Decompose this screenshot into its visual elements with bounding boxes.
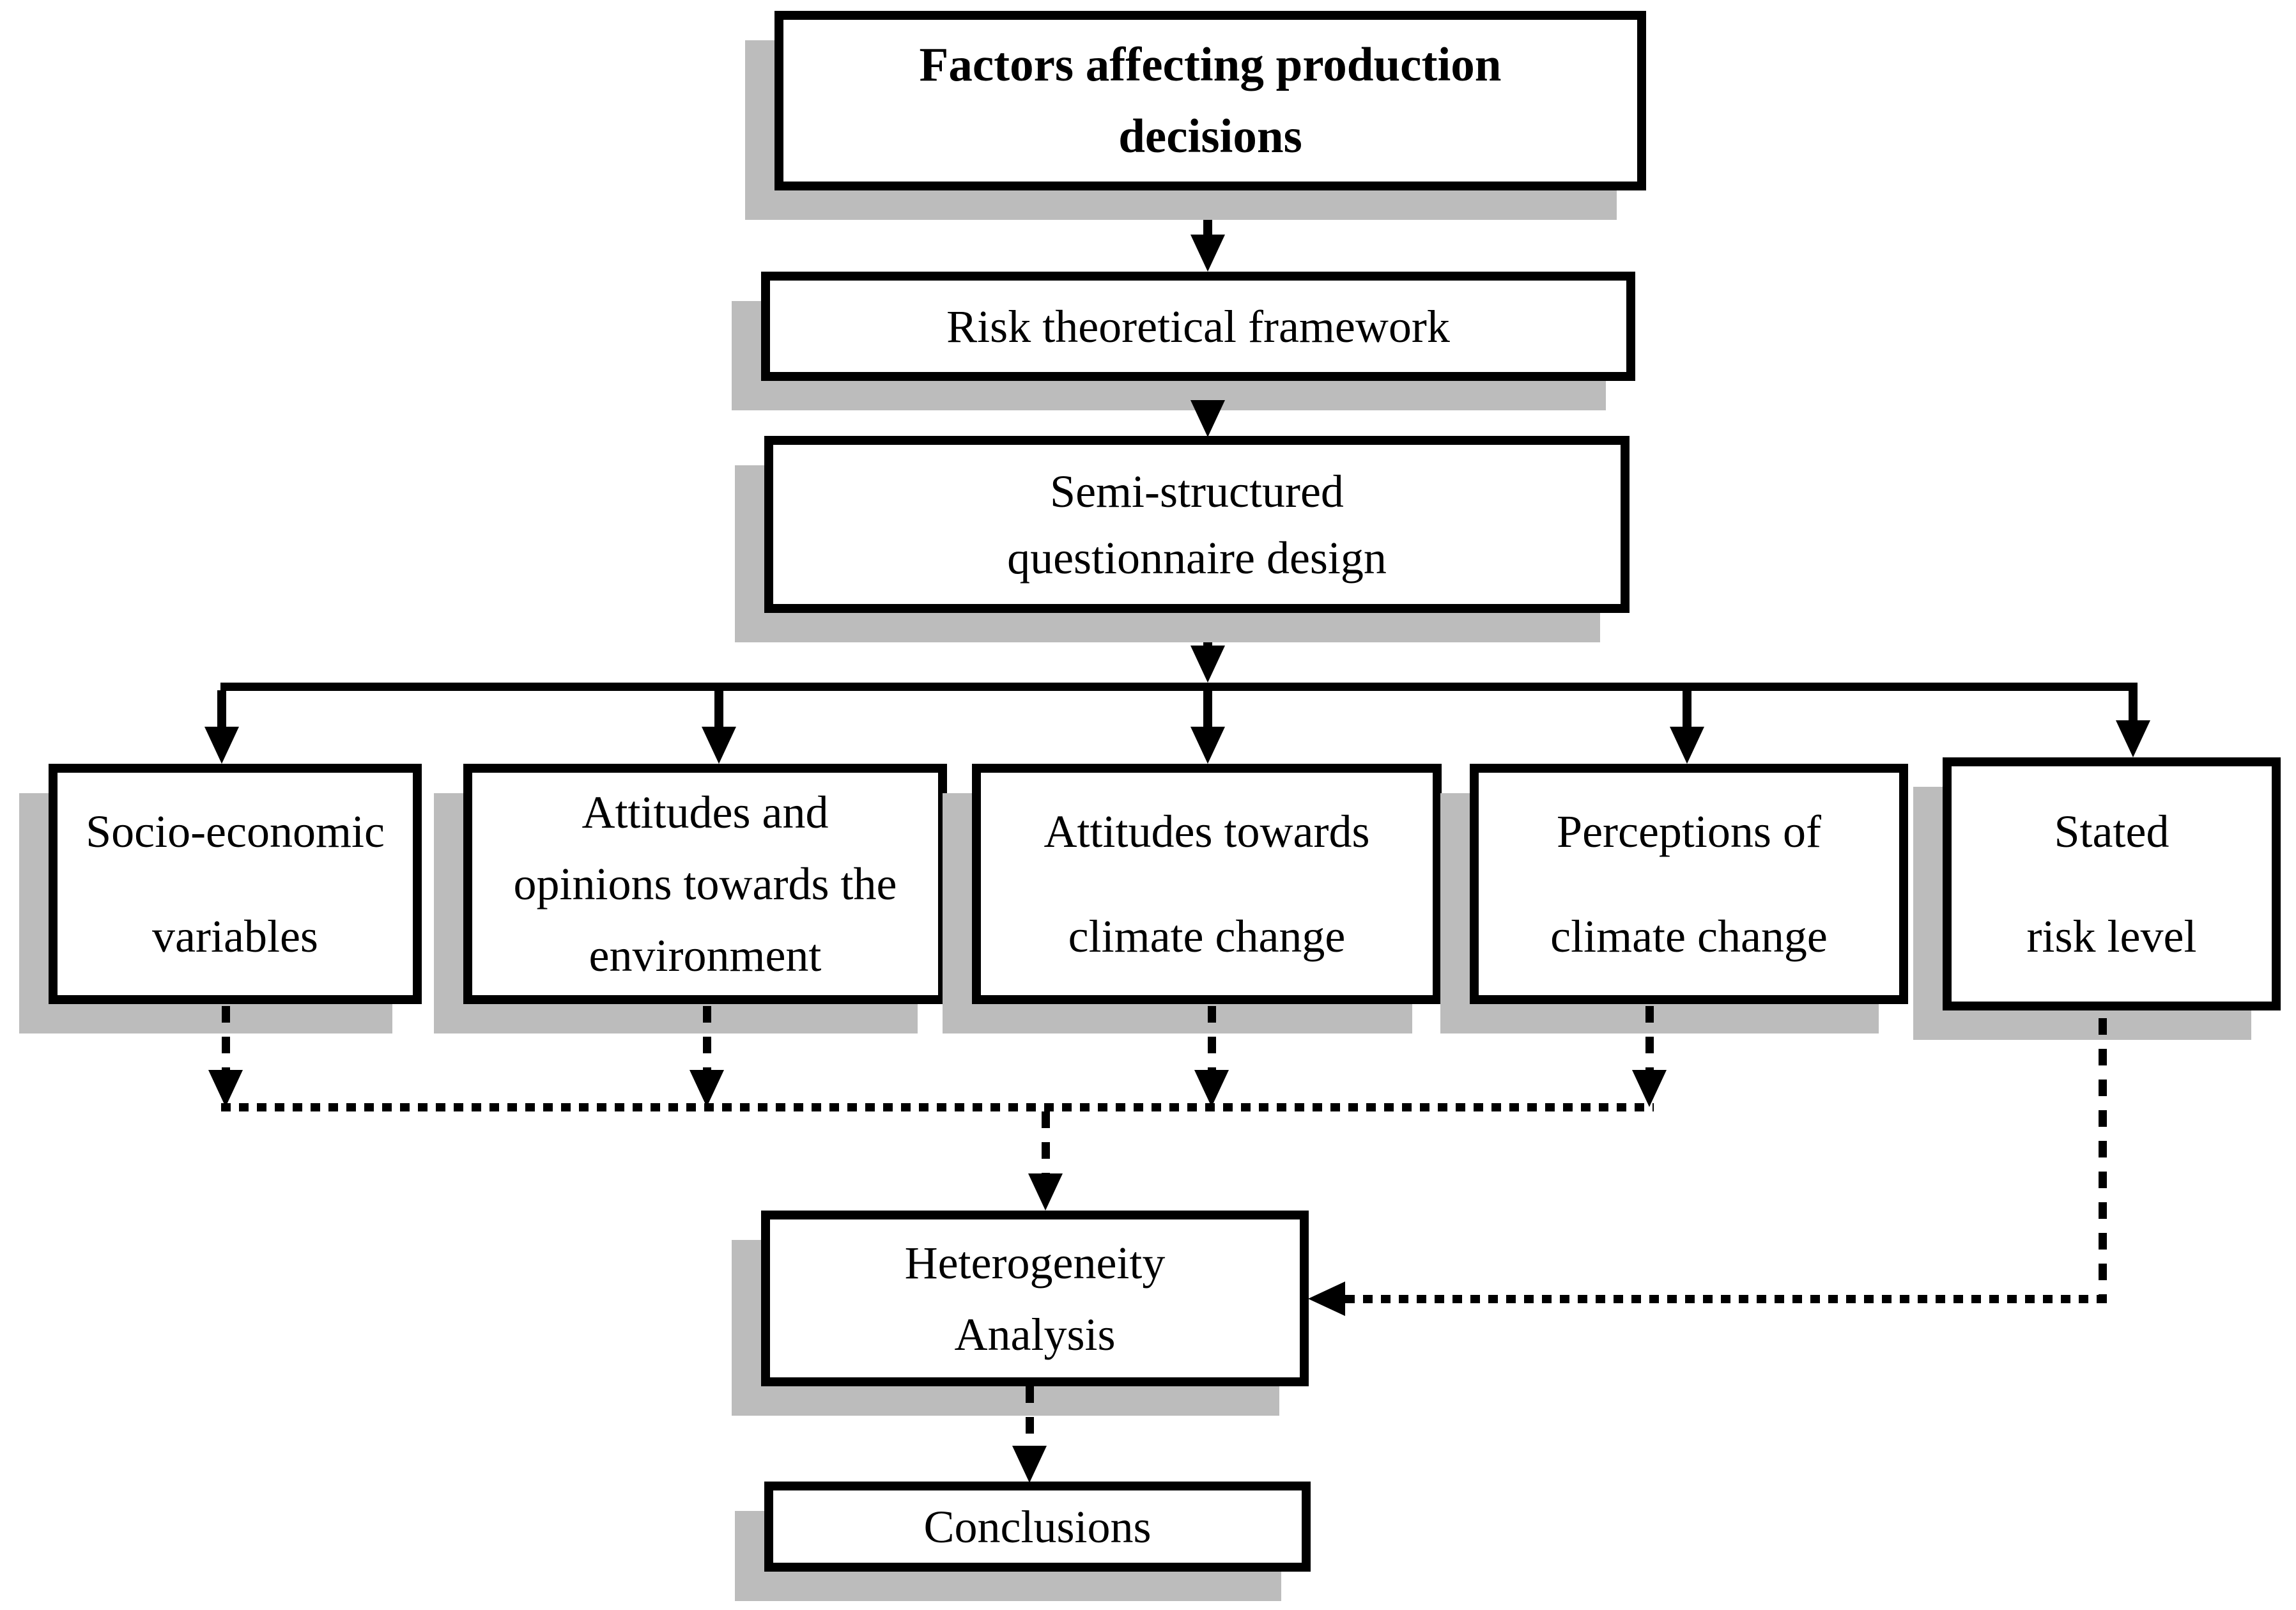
dotted-line-stated-to-heterogeneity (1345, 1295, 2107, 1303)
dashed-arrowhead-socio (208, 1070, 243, 1107)
dashed-arrowhead-perceptions (1632, 1070, 1667, 1107)
arrow-line-factors-to-risk (1203, 190, 1212, 236)
arrowhead-branch-to-attitudes-env (702, 727, 736, 764)
dotted-collector-line (221, 1103, 1654, 1111)
arrow-line-branch-to-perceptions (1683, 690, 1691, 728)
arrowhead-branch-to-attitudes-cc (1190, 727, 1225, 764)
arrow-line-risk-to-semi (1203, 380, 1212, 401)
node-risk-framework: Risk theoretical framework (761, 272, 1635, 381)
arrow-line-branch-to-socio (217, 690, 226, 728)
node-stated-risk-label: Stated risk level (2026, 806, 2197, 962)
node-perceptions-climate-label: Perceptions of climate change (1550, 806, 1828, 962)
arrowhead-branch-to-stated (2116, 720, 2150, 757)
arrowhead-semi-to-branch (1190, 646, 1225, 683)
node-heterogeneity-label: Heterogeneity Analysis (904, 1237, 1166, 1360)
node-heterogeneity: Heterogeneity Analysis (761, 1211, 1309, 1386)
dashed-arrowhead-attitudes-env (690, 1070, 724, 1107)
dashed-line-collector-to-heterogeneity (1042, 1111, 1050, 1175)
node-attitudes-climate: Attitudes towards climate change (972, 764, 1442, 1004)
node-stated-risk: Stated risk level (1943, 757, 2281, 1010)
node-risk-framework-label: Risk theoretical framework (946, 300, 1450, 352)
dashed-line-attitudes-cc-to-collector (1208, 1006, 1216, 1071)
arrowhead-risk-to-semi (1190, 400, 1225, 437)
dashed-line-stated-down (2099, 1018, 2107, 1303)
arrow-line-branch-to-attitudes-cc (1203, 690, 1212, 728)
dashed-arrowhead-attitudes-cc (1194, 1070, 1229, 1107)
node-socio-economic-label: Socio-economic variables (86, 806, 385, 962)
node-conclusions: Conclusions (764, 1482, 1311, 1572)
node-conclusions-label: Conclusions (923, 1501, 1152, 1552)
arrowhead-factors-to-risk (1190, 235, 1225, 272)
node-socio-economic: Socio-economic variables (49, 764, 422, 1004)
node-questionnaire-label: Semi-structured questionnaire design (1007, 465, 1387, 584)
arrow-line-branch-to-stated (2129, 690, 2138, 722)
branch-line (220, 683, 2138, 691)
dashed-line-perceptions-to-collector (1645, 1006, 1654, 1071)
dashed-arrowhead-conclusions (1012, 1446, 1047, 1483)
arrowhead-branch-to-socio (204, 727, 239, 764)
node-attitudes-climate-label: Attitudes towards climate change (1044, 806, 1370, 962)
arrow-line-branch-to-attitudes-env (714, 690, 723, 728)
dashed-arrowhead-into-heterogeneity (1308, 1281, 1345, 1316)
arrowhead-branch-to-perceptions (1670, 727, 1704, 764)
dashed-line-attitudes-env-to-collector (703, 1006, 711, 1071)
node-factors: Factors affecting production decisions (774, 11, 1646, 190)
node-questionnaire: Semi-structured questionnaire design (764, 436, 1630, 613)
node-attitudes-environment-label: Attitudes and opinions towards the envir… (513, 787, 897, 981)
node-factors-label: Factors affecting production decisions (919, 38, 1502, 163)
node-attitudes-environment: Attitudes and opinions towards the envir… (463, 764, 947, 1004)
dashed-line-socio-to-collector (222, 1006, 230, 1071)
dashed-arrowhead-collector-to-heterogeneity (1028, 1173, 1063, 1211)
arrow-line-semi-to-branch (1203, 612, 1212, 647)
node-perceptions-climate: Perceptions of climate change (1470, 764, 1908, 1004)
dashed-line-heterogeneity-to-conclusions (1026, 1386, 1034, 1446)
